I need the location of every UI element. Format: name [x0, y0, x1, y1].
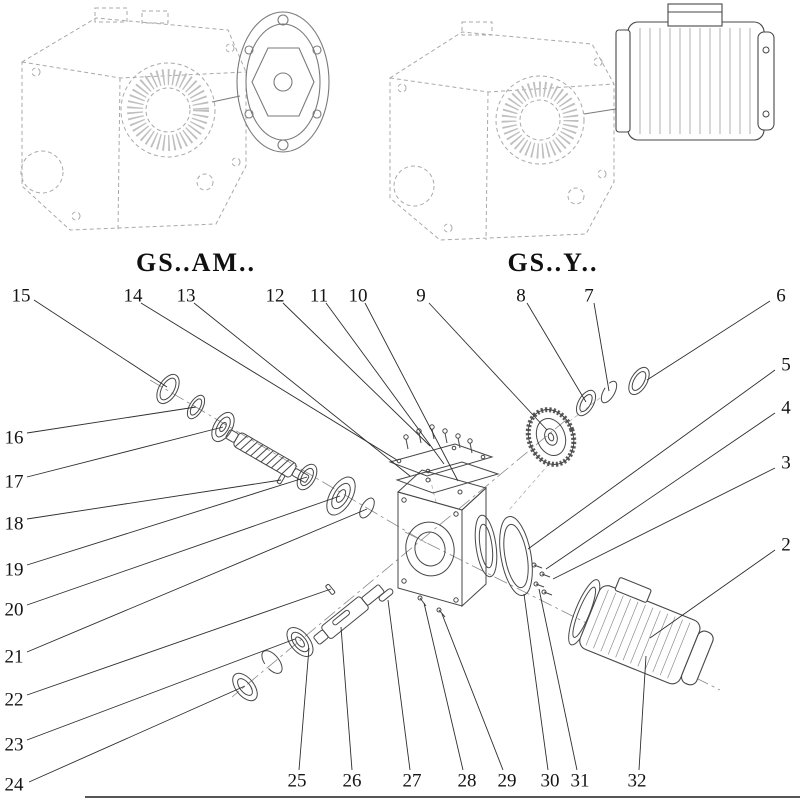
part-flange-ring-5 [499, 516, 533, 596]
callout-12: 12 [265, 285, 285, 307]
part-worm-gear-20 [326, 476, 356, 516]
leader-line-28 [423, 602, 464, 771]
part-housing [397, 469, 498, 608]
leader-line-6 [646, 300, 771, 381]
leader-line-25 [298, 647, 310, 771]
leader-line-13 [193, 302, 411, 477]
part-bearing-19 [296, 463, 318, 491]
part-washer-24 [232, 672, 258, 702]
callout-20: 20 [4, 599, 24, 621]
part-pin [276, 473, 286, 485]
callout-27: 27 [402, 770, 422, 792]
part-output-shaft-26 [313, 584, 385, 645]
callout-23: 23 [4, 734, 24, 756]
callout-26: 26 [342, 770, 362, 792]
callout-13: 13 [176, 285, 196, 307]
leader-line-11 [325, 302, 445, 465]
callout-10: 10 [348, 285, 368, 307]
part-ring-16 [186, 394, 206, 420]
callout-15: 15 [11, 285, 31, 307]
callout-30: 30 [540, 770, 560, 792]
part-worm-shaft-18 [225, 429, 310, 483]
gsam-flange [236, 11, 330, 153]
callout-19: 19 [4, 559, 24, 581]
callout-2: 2 [781, 534, 791, 556]
part-oil-seal-15 [156, 373, 180, 405]
callout-25: 25 [287, 770, 307, 792]
part-bearing-23 [286, 626, 314, 658]
leader-line-7 [593, 302, 610, 392]
leader-line-23 [26, 638, 296, 741]
leader-line-10 [364, 302, 459, 482]
leader-line-18 [26, 479, 282, 520]
callout-22: 22 [4, 689, 24, 711]
callout-29: 29 [497, 770, 517, 792]
leader-line-2 [649, 549, 776, 639]
gsy-drawing [389, 3, 775, 241]
callout-8: 8 [516, 285, 526, 307]
callout-31: 31 [570, 770, 590, 792]
caption-gsy: GS..Y.. [507, 248, 599, 277]
callout-14: 14 [123, 285, 143, 307]
part-cover-screws-12 [403, 424, 473, 454]
leader-line-17 [26, 426, 224, 478]
part-housing-screws [417, 595, 446, 618]
part-gear-9 [525, 407, 577, 467]
callout-18: 18 [4, 513, 24, 535]
part-key-27 [378, 588, 394, 602]
leader-line-22 [26, 588, 332, 696]
leader-line-12 [282, 302, 431, 447]
leader-line-27 [387, 599, 411, 771]
leader-line-29 [441, 613, 504, 771]
part-ring-21 [359, 497, 375, 519]
leader-line-21 [26, 508, 368, 653]
part-oil-seal-6 [628, 366, 650, 396]
leader-line-26 [340, 626, 353, 771]
part-washer-8 [575, 389, 597, 417]
callout-32: 32 [627, 770, 647, 792]
gsam-drawing [20, 7, 330, 231]
callout-5: 5 [781, 354, 791, 376]
part-pin-22 [325, 583, 336, 595]
callout-9: 9 [416, 285, 426, 307]
callout-16: 16 [4, 427, 24, 449]
leader-line-31 [538, 588, 578, 771]
callout-17: 17 [4, 471, 24, 493]
part-bearing-17 [211, 411, 235, 443]
callout-7: 7 [584, 285, 594, 307]
gsy-motor [615, 3, 775, 141]
part-circlip-25 [261, 650, 283, 674]
leader-line-24 [28, 685, 246, 783]
callout-21: 21 [4, 646, 24, 668]
leader-line-3 [552, 467, 776, 580]
part-flange-bolts [531, 562, 553, 596]
leader-line-4 [545, 412, 776, 570]
callout-3: 3 [781, 452, 791, 474]
caption-gsam: GS..AM.. [136, 248, 256, 277]
leader-line-19 [26, 476, 308, 566]
part-gasket-10 [395, 461, 500, 494]
leader-line-5 [527, 369, 776, 550]
callout-11: 11 [309, 285, 329, 307]
exploded-view [149, 366, 721, 702]
leader-line-20 [26, 495, 341, 606]
leader-line-16 [26, 406, 197, 434]
callout-4: 4 [781, 397, 791, 419]
callout-28: 28 [457, 770, 477, 792]
leader-line-9 [428, 302, 548, 431]
leader-line-14 [140, 302, 398, 461]
leader-line-30 [523, 593, 549, 771]
part-circlip-7 [600, 380, 618, 404]
leader-lines [26, 299, 776, 783]
part-motor [568, 577, 714, 686]
assembly-hint-lines [429, 397, 601, 511]
leader-line-32 [638, 655, 647, 771]
leader-line-8 [526, 302, 587, 403]
leader-line-15 [33, 299, 168, 388]
callout-6: 6 [776, 285, 786, 307]
callout-24: 24 [4, 774, 24, 796]
